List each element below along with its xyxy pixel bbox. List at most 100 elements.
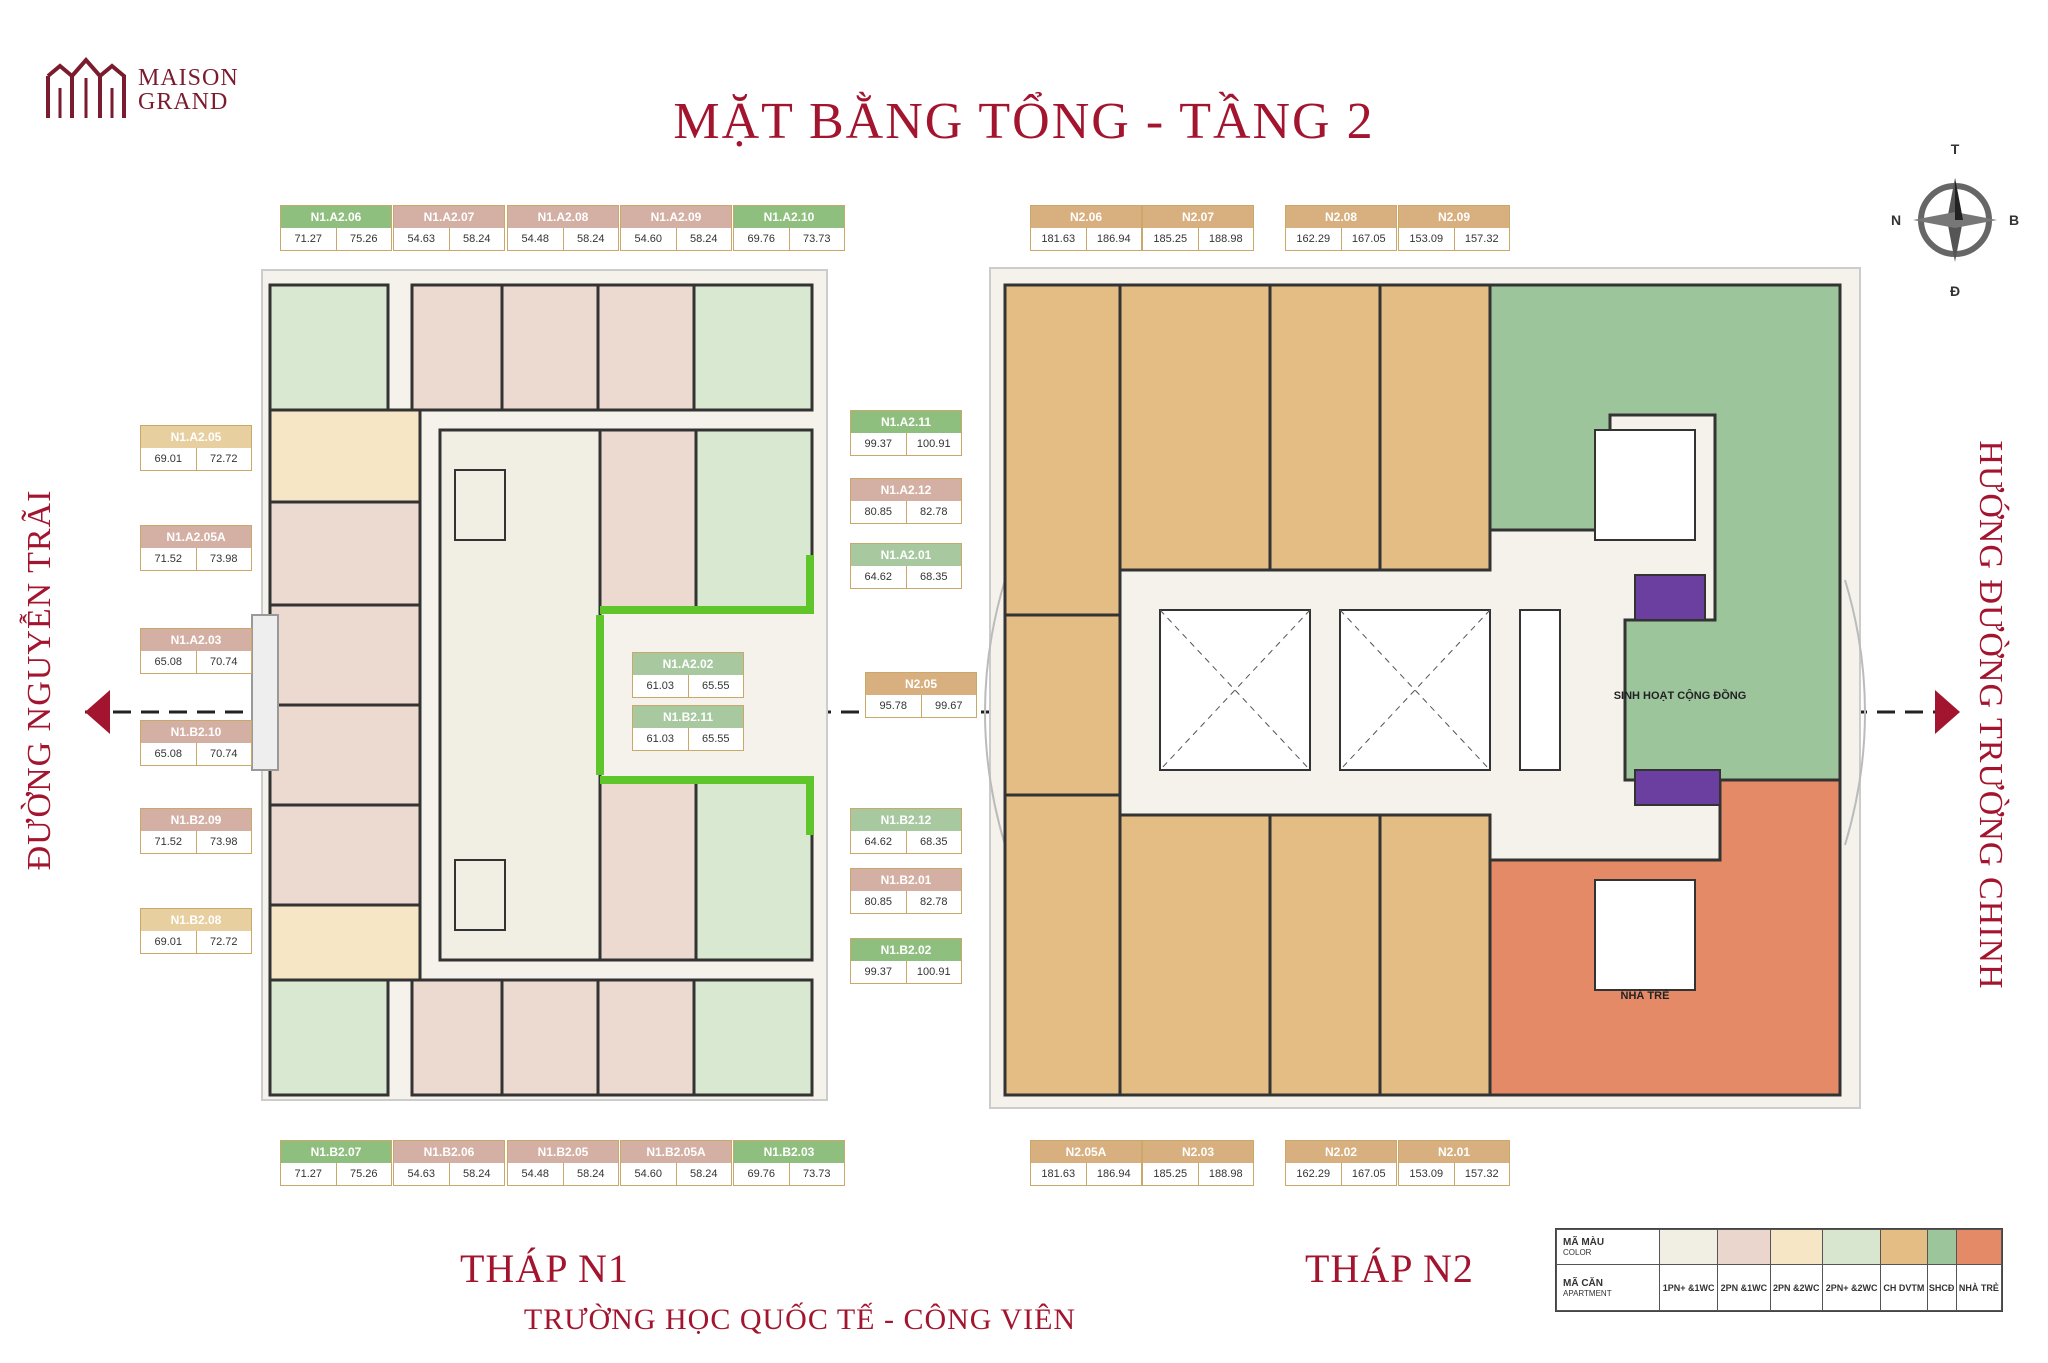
unit-area-b: 72.72 xyxy=(209,936,238,948)
unit-area-a: 153.09 xyxy=(1399,1163,1455,1185)
unit-code: N2.07 xyxy=(1143,206,1253,228)
legend-row1-sub: COLOR xyxy=(1563,1248,1592,1257)
unit-area-a: 65.08 xyxy=(141,743,197,765)
unit-area-a: 61.03 xyxy=(633,728,689,750)
unit-code: N1.A2.01 xyxy=(851,544,961,566)
tower-n2-plan xyxy=(984,267,1866,1109)
legend-swatch xyxy=(1926,1229,1957,1265)
legend-row1-label: MÃ MÀU xyxy=(1563,1237,1605,1248)
legend-item: 2PN+ &2WC xyxy=(1821,1264,1882,1311)
unit-code: N1.A2.07 xyxy=(394,206,504,228)
logo-line1: MAISON xyxy=(138,65,239,91)
unit-area-a: 69.01 xyxy=(141,448,197,470)
unit-code: N1.B2.02 xyxy=(851,939,961,961)
unit-area-b: 58.24 xyxy=(462,1168,491,1180)
legend-row2-label: MÃ CĂN xyxy=(1563,1277,1603,1289)
unit-area-a: 162.29 xyxy=(1286,1163,1342,1185)
unit-area-a: 71.52 xyxy=(141,831,197,853)
unit-area-a: 181.63 xyxy=(1031,228,1087,250)
unit-code: N1.B2.10 xyxy=(141,721,251,743)
brand-logo: MAISON GRAND xyxy=(40,48,310,128)
unit-area-a: 185.25 xyxy=(1143,228,1199,250)
compass-t: T xyxy=(1951,141,1960,157)
unit-code: N2.05 xyxy=(866,673,976,695)
unit-area-b: 99.67 xyxy=(934,700,963,712)
tower-n1-label: THÁP N1 xyxy=(460,1246,629,1291)
unit-area-b: 75.26 xyxy=(349,1168,378,1180)
unit-area-a: 71.27 xyxy=(281,1163,337,1185)
unit-code: N2.06 xyxy=(1031,206,1141,228)
legend-item: 1PN+ &1WC xyxy=(1658,1264,1719,1311)
legend-item: 2PN &1WC xyxy=(1717,1264,1771,1311)
unit-area-b: 75.26 xyxy=(349,233,378,245)
bottom-landmark-label: TRƯỜNG HỌC QUỐC TẾ - CÔNG VIÊN xyxy=(523,1303,1077,1336)
unit-area-a: 65.08 xyxy=(141,651,197,673)
unit-area-a: 185.25 xyxy=(1143,1163,1199,1185)
unit-area-b: 58.24 xyxy=(689,1168,718,1180)
tower-n2-label: THÁP N2 xyxy=(1305,1246,1474,1291)
street-right-label: HƯỚNG ĐƯỜNG TRƯỜNG CHINH xyxy=(1972,440,2009,990)
unit-area-a: 54.63 xyxy=(394,1163,450,1185)
unit-area-a: 54.60 xyxy=(621,1163,677,1185)
unit-area-a: 99.37 xyxy=(851,433,907,455)
unit-area-a: 153.09 xyxy=(1399,228,1455,250)
unit-area-b: 58.24 xyxy=(462,233,491,245)
logo-text: MAISON GRAND xyxy=(138,66,239,114)
unit-code: N1.A2.10 xyxy=(734,206,844,228)
unit-area-b: 100.91 xyxy=(916,438,951,450)
compass-d: Đ xyxy=(1950,283,1960,299)
street-left-label: ĐƯỜNG NGUYỄN TRÃI xyxy=(21,489,58,871)
unit-area-a: 54.63 xyxy=(394,228,450,250)
unit-area-a: 64.62 xyxy=(851,566,907,588)
unit-code: N2.02 xyxy=(1286,1141,1396,1163)
unit-code: N1.B2.05A xyxy=(621,1141,731,1163)
unit-area-b: 72.72 xyxy=(209,453,238,465)
unit-area-a: 69.76 xyxy=(734,228,790,250)
legend-item: 2PN &2WC xyxy=(1769,1264,1824,1311)
unit-area-a: 162.29 xyxy=(1286,228,1342,250)
unit-code: N1.B2.09 xyxy=(141,809,251,831)
unit-area-a: 64.62 xyxy=(851,831,907,853)
unit-area-b: 73.98 xyxy=(209,553,238,565)
unit-area-a: 80.85 xyxy=(851,891,907,913)
community-room-label: SINH HOẠT CỘNG ĐỒNG xyxy=(1613,690,1747,702)
unit-code: N1.B2.05 xyxy=(508,1141,618,1163)
unit-area-b: 68.35 xyxy=(919,571,948,583)
unit-area-b: 73.73 xyxy=(802,1168,831,1180)
